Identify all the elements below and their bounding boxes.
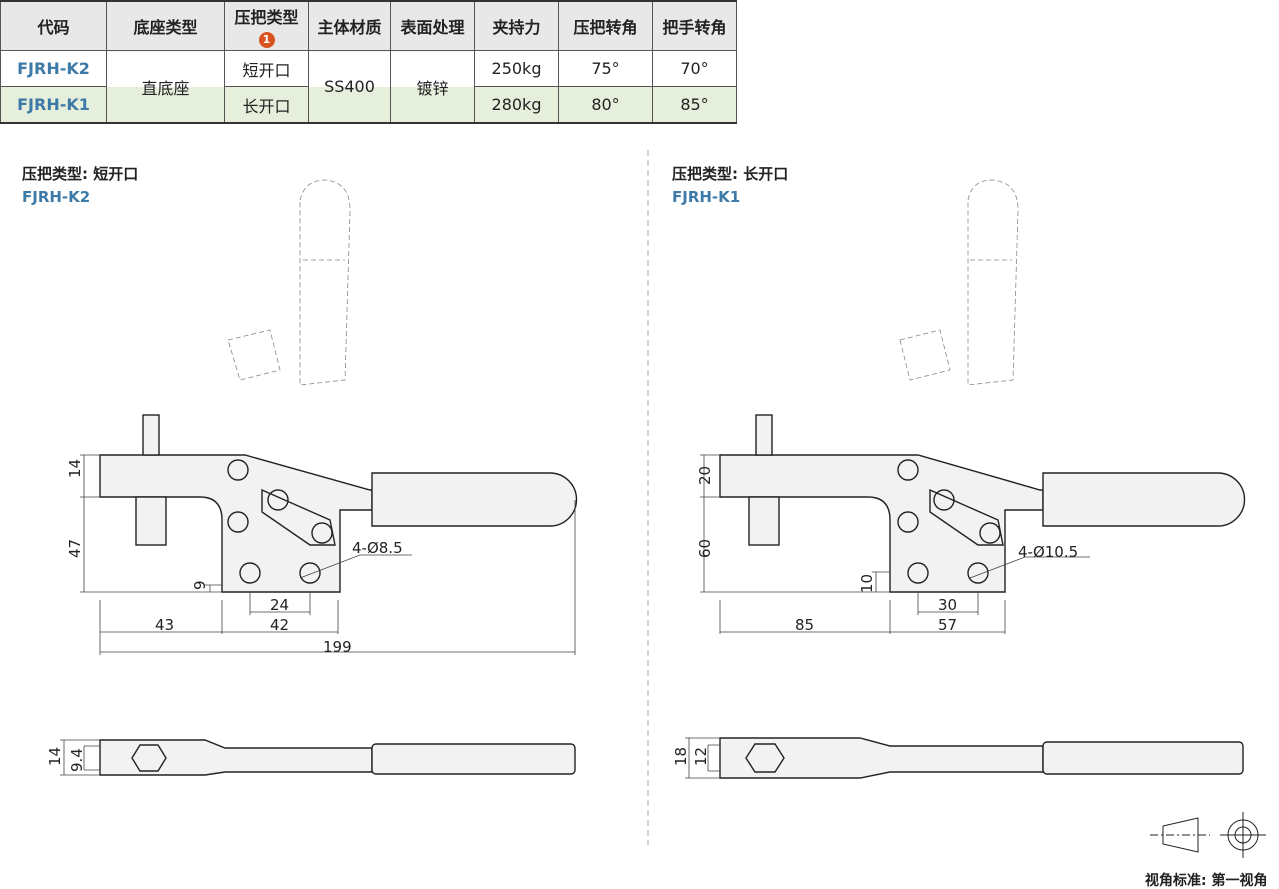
pivot-holes <box>897 459 1001 584</box>
dim-h1: 14 <box>66 459 84 478</box>
right-drawing: 压把类型: 长开口 FJRH-K1 20 60 10 30 85 57 4-Ø1… <box>672 165 1246 779</box>
hex-nut-icon <box>745 743 785 773</box>
dim-w3: 57 <box>938 616 957 634</box>
handle-grip <box>1042 472 1246 527</box>
header-code: 代码 <box>0 0 107 51</box>
spindle-nut <box>748 496 780 546</box>
projection-standard-label: 视角标准: 第一视角 <box>1145 872 1267 889</box>
dim-b1: 18 <box>672 747 690 766</box>
dim-w1: 24 <box>270 596 289 614</box>
dim-holes: 4-Ø10.5 <box>1018 543 1078 561</box>
dim-h3: 10 <box>858 574 876 593</box>
dim-w3: 42 <box>270 616 289 634</box>
dimension-lines <box>80 454 576 655</box>
table-row: FJRH-K2 直底座 短开口 SS400 镀锌 250kg 75° 70° <box>0 50 737 124</box>
material-cell: SS400 <box>308 50 391 124</box>
dimension-lines <box>700 454 1090 634</box>
code-cell: FJRH-K1 <box>0 86 107 124</box>
dim-h1: 20 <box>696 466 714 485</box>
hex-nut-icon <box>131 744 167 772</box>
handle-angle-cell: 85° <box>652 86 737 124</box>
type-cell: 长开口 <box>224 86 309 124</box>
open-position-outline <box>899 179 1019 386</box>
left-code: FJRH-K2 <box>22 188 90 206</box>
left-title: 压把类型: 短开口 <box>22 165 138 183</box>
header-finish: 表面处理 <box>390 0 475 51</box>
dim-w1: 30 <box>938 596 957 614</box>
header-material: 主体材质 <box>308 0 391 51</box>
dim-total: 199 <box>323 638 352 656</box>
clamp-angle-cell: 75° <box>558 50 653 87</box>
first-angle-projection-icon <box>1150 812 1266 858</box>
top-view-handle <box>371 743 576 775</box>
type-cell: 短开口 <box>224 50 309 87</box>
dim-b1: 14 <box>46 747 64 766</box>
link-arm <box>261 488 336 546</box>
top-view-handle <box>1042 741 1244 775</box>
dim-h3: 9 <box>191 580 209 590</box>
code-cell: FJRH-K2 <box>0 50 107 87</box>
link-arm <box>929 488 1004 546</box>
spindle <box>142 414 160 456</box>
base-cell: 直底座 <box>106 50 225 124</box>
spindle <box>755 414 773 456</box>
finish-cell: 镀锌 <box>390 50 475 124</box>
force-cell: 280kg <box>474 86 559 124</box>
handle-angle-cell: 70° <box>652 50 737 87</box>
header-force: 夹持力 <box>474 0 559 51</box>
right-title: 压把类型: 长开口 <box>672 165 788 183</box>
right-code: FJRH-K1 <box>672 188 740 206</box>
spindle-nut <box>135 496 167 546</box>
force-cell: 250kg <box>474 50 559 87</box>
table-row: FJRH-K1 长开口 280kg 80° 85° <box>0 86 737 124</box>
dim-holes: 4-Ø8.5 <box>352 539 403 557</box>
left-drawing: 压把类型: 短开口 FJRH-K2 14 47 9 24 43 42 199 4… <box>22 165 578 776</box>
dim-h2: 60 <box>696 539 714 558</box>
dim-h2: 47 <box>66 539 84 558</box>
open-position-outline <box>227 179 351 386</box>
header-handle-angle: 把手转角 <box>652 0 737 51</box>
clamp-angle-cell: 80° <box>558 86 653 124</box>
note-badge: 1 <box>258 32 275 48</box>
dim-b2: 9.4 <box>68 748 86 772</box>
dim-w2: 43 <box>155 616 174 634</box>
pivot-holes <box>227 459 333 584</box>
dim-w2: 85 <box>795 616 814 634</box>
dim-b2: 12 <box>692 747 710 766</box>
handle-grip <box>371 472 578 527</box>
